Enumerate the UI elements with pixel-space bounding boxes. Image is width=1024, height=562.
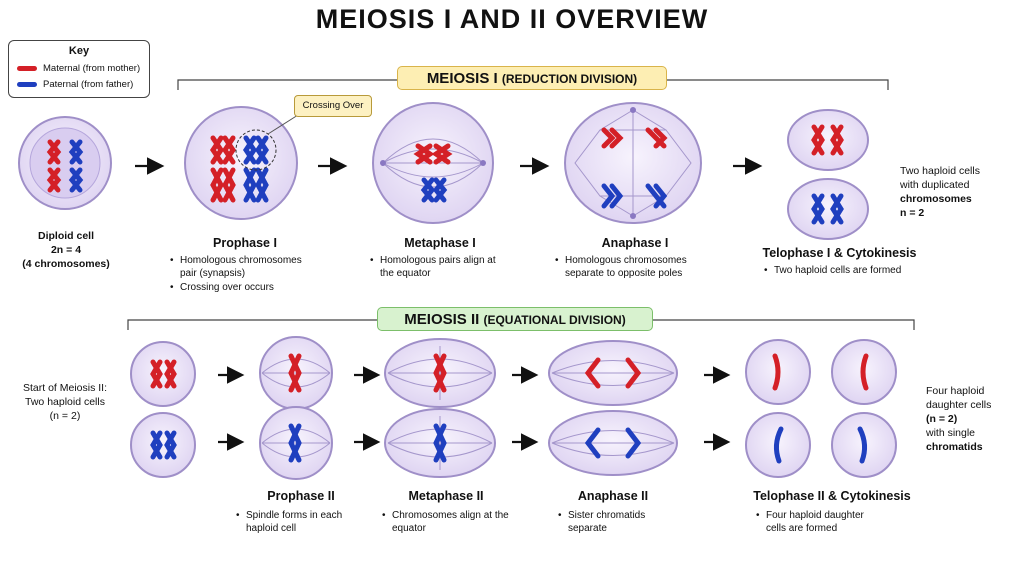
legend-item-maternal: Maternal (from mother) bbox=[17, 63, 140, 74]
paternal-swatch bbox=[17, 81, 37, 87]
meiosis2-start-caption: Start of Meiosis II: Two haploid cells (… bbox=[22, 382, 108, 422]
diploid-cell bbox=[18, 116, 112, 210]
crossing-over-callout: Crossing Over bbox=[294, 95, 372, 117]
chromosome-maternal bbox=[46, 139, 62, 193]
maternal-swatch bbox=[17, 65, 37, 71]
anaphase1-cell bbox=[564, 102, 702, 224]
stage-telophase2: Telophase II & Cytokinesis Four haploid … bbox=[742, 489, 922, 536]
metaphase1-cell bbox=[372, 102, 494, 224]
legend-title: Key bbox=[68, 45, 90, 57]
stage-prophase1: Prophase I Homologous chromosomes pair (… bbox=[170, 236, 320, 295]
anaphase2-cells bbox=[548, 340, 678, 476]
chromosome-paternal bbox=[68, 139, 84, 193]
meiosis2-banner: MEIOSIS II (EQUATIONAL DIVISION) bbox=[377, 307, 653, 331]
metaphase2-cells bbox=[384, 338, 496, 478]
diploid-caption: Diploid cell 2n = 4 (4 chromosomes) bbox=[22, 230, 110, 270]
meiosis2-result: Four haploid daughter cells (n = 2) with… bbox=[926, 385, 992, 453]
telophase2-cells bbox=[745, 339, 897, 478]
legend-item-paternal: Paternal (from father) bbox=[17, 79, 133, 90]
legend: Key Maternal (from mother) Paternal (fro… bbox=[8, 40, 150, 98]
prophase2-cells bbox=[259, 336, 333, 480]
prophase1-cell bbox=[184, 106, 299, 220]
stage-anaphase2: Anaphase II Sister chromatids separate bbox=[558, 489, 668, 536]
stage-prophase2: Prophase II Spindle forms in each haploi… bbox=[236, 489, 366, 536]
stage-metaphase1: Metaphase I Homologous pairs align at th… bbox=[370, 236, 510, 281]
stage-metaphase2: Metaphase II Chromosomes align at the eq… bbox=[382, 489, 510, 536]
stage-anaphase1: Anaphase I Homologous chromosomes separa… bbox=[555, 236, 715, 281]
crossing-over-highlight bbox=[235, 129, 277, 171]
telophase1-cells bbox=[787, 109, 869, 240]
stage-telophase1: Telophase I & Cytokinesis Two haploid ce… bbox=[752, 246, 927, 278]
meiosis1-result: Two haploid cells with duplicated chromo… bbox=[900, 165, 980, 219]
meiosis2-start-cells bbox=[130, 341, 196, 478]
meiosis1-banner: MEIOSIS I (REDUCTION DIVISION) bbox=[397, 66, 667, 90]
page-title: MEIOSIS I AND II OVERVIEW bbox=[315, 4, 709, 34]
